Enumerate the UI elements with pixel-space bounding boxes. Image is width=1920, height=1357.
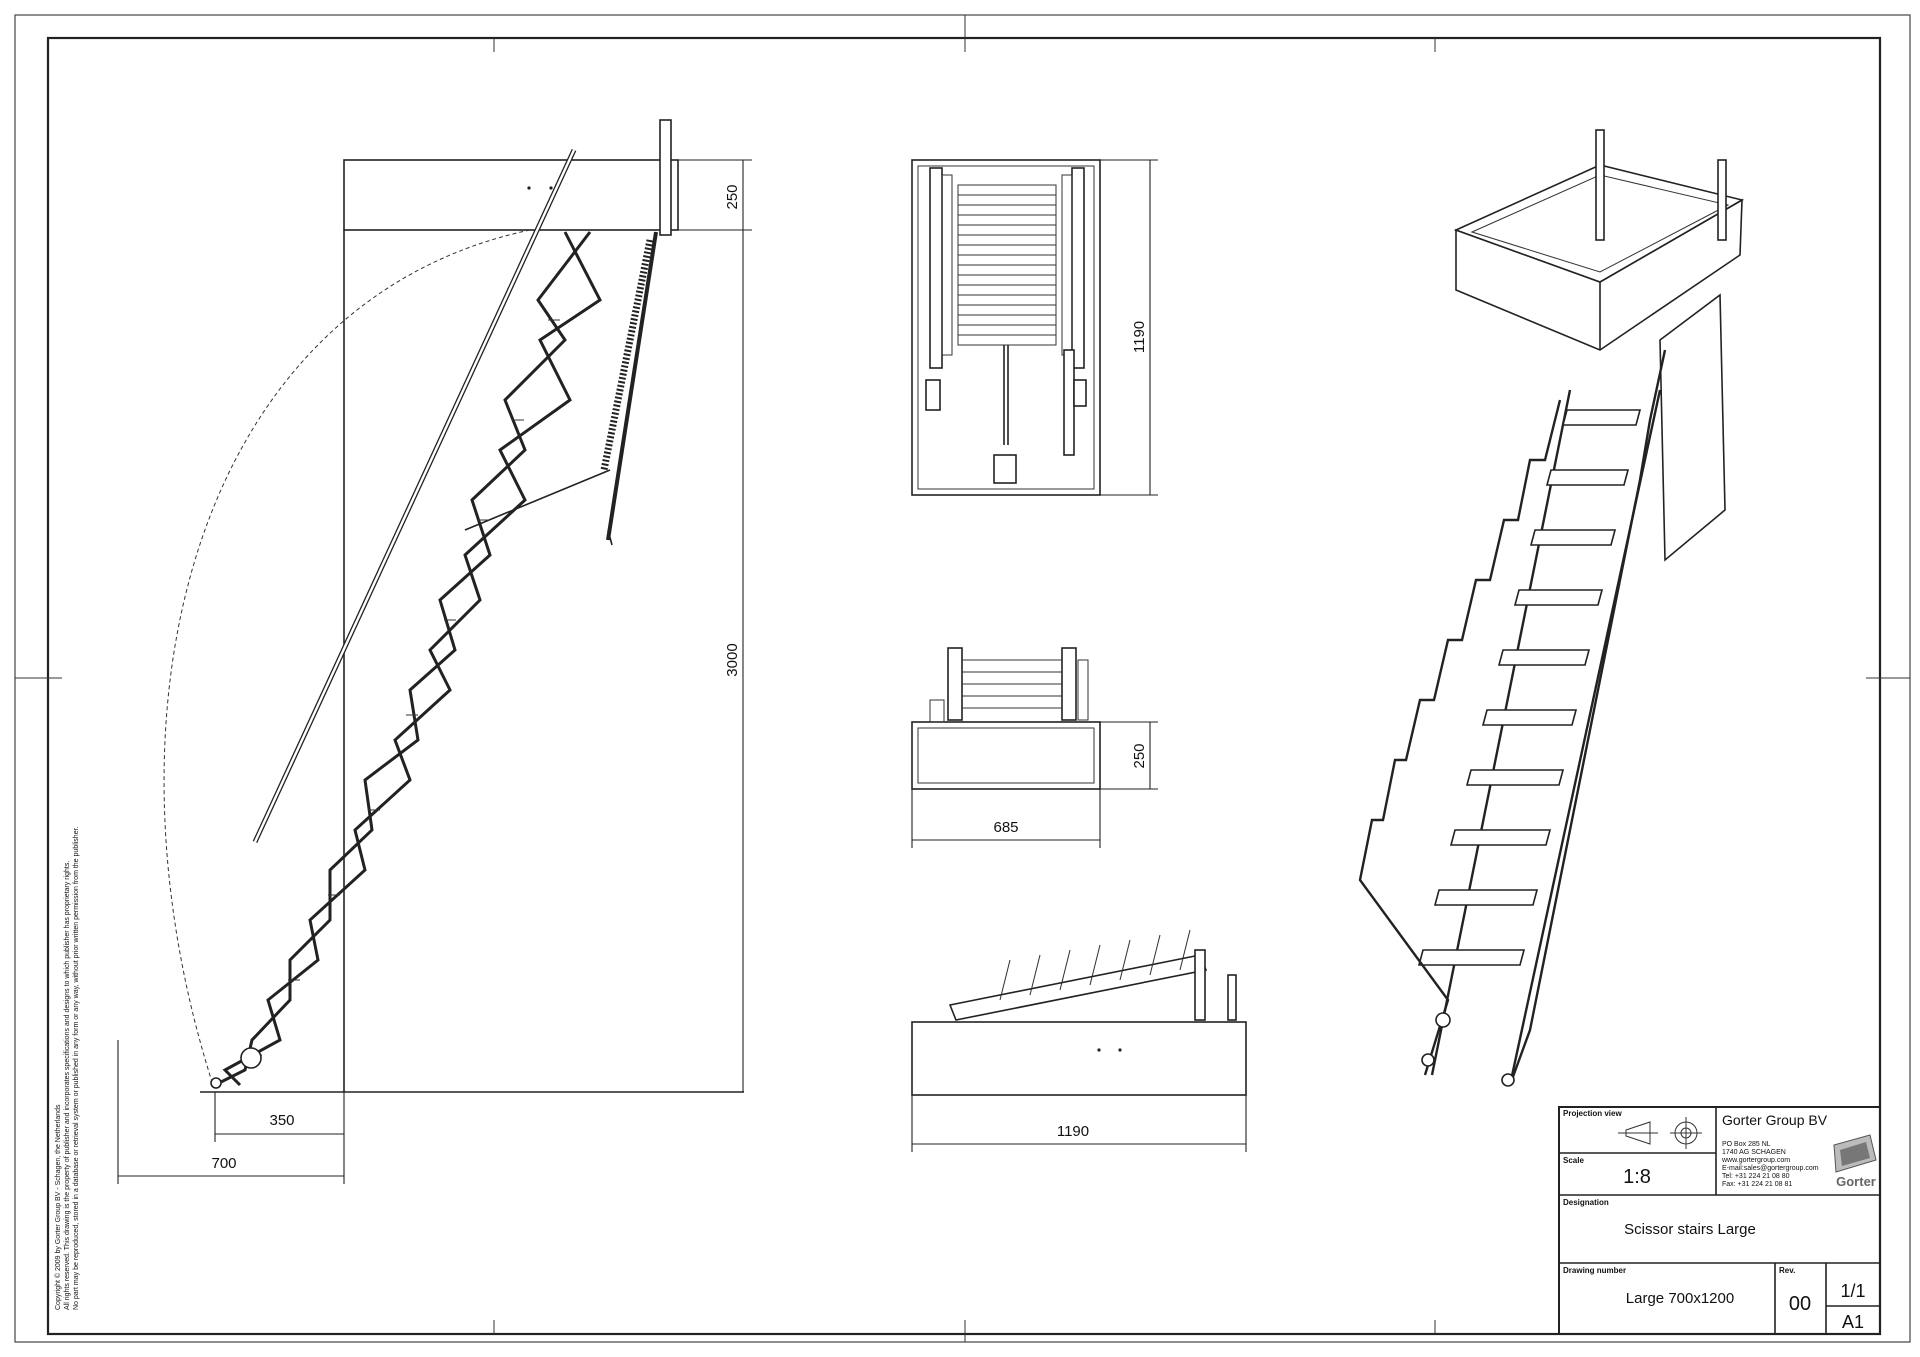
company-name: Gorter Group BV <box>1722 1112 1828 1128</box>
side-view-closed: 1190 <box>911 929 1247 1152</box>
dim-side-top-height: 250 <box>724 184 741 209</box>
scale-value: 1:8 <box>1623 1166 1651 1188</box>
address-line: Fax: +31 224 21 08 81 <box>1722 1181 1792 1188</box>
sheet-number: 1/1 <box>1840 1281 1865 1301</box>
dim-front-view-width: 685 <box>993 819 1018 836</box>
projection-label: Projection view <box>1563 1109 1622 1118</box>
designation-value: Scissor stairs Large <box>1624 1221 1756 1238</box>
title-block: Projection view Scale 1:8 Gorter Group B… <box>1558 1106 1881 1335</box>
dim-side-width-inner: 350 <box>269 1112 294 1129</box>
copyright-line-2: All rights reserved. This drawing is the… <box>64 861 71 1310</box>
drawing-number-label: Drawing number <box>1563 1266 1626 1275</box>
scale-label: Scale <box>1563 1156 1584 1165</box>
wheel-icon-iso <box>1435 1012 1451 1028</box>
dim-top-view-height: 1190 <box>1131 321 1148 353</box>
logo-text: Gorter <box>1836 1174 1876 1189</box>
rev-value: 00 <box>1789 1293 1811 1315</box>
address-line: PO Box 285 NL <box>1722 1141 1771 1148</box>
copyright-line-3: No part may be reproduced, stored in a d… <box>73 826 80 1310</box>
address-line: www.gortergroup.com <box>1721 1157 1790 1164</box>
copyright-notice: Copyright © 2009 by Gorter Group BV - Sc… <box>54 826 80 1310</box>
rev-label: Rev. <box>1779 1266 1795 1275</box>
dim-side-width-outer: 700 <box>211 1155 236 1172</box>
isometric-view <box>1358 129 1745 1087</box>
dim-side-closed-width: 1190 <box>1057 1123 1089 1140</box>
copyright-line-1: Copyright © 2009 by Gorter Group BV - Sc… <box>54 1104 62 1310</box>
ceiling-hatch-box <box>343 159 679 231</box>
projection-symbol-icon <box>1618 1117 1702 1149</box>
sheet-frame <box>14 14 1911 1343</box>
top-view: 1190 <box>911 159 1158 496</box>
wheel-icon <box>240 1047 262 1069</box>
front-view: 250 685 <box>911 647 1158 848</box>
gorter-logo: Gorter <box>1833 1134 1877 1189</box>
swing-arc <box>163 229 531 1086</box>
address-line: 1740 AG SCHAGEN <box>1722 1149 1786 1156</box>
dim-side-total-height: 3000 <box>724 643 741 676</box>
drawing-number-value: Large 700x1200 <box>1626 1290 1734 1307</box>
address-line: E-mail:sales@gortergroup.com <box>1722 1165 1819 1172</box>
address-line: Tel: +31 224 21 08 80 <box>1722 1173 1790 1180</box>
sheet-format: A1 <box>1842 1312 1864 1332</box>
side-view-extended: 250 3000 350 700 <box>117 119 752 1184</box>
dim-front-view-height: 250 <box>1131 743 1148 768</box>
designation-label: Designation <box>1563 1198 1609 1207</box>
